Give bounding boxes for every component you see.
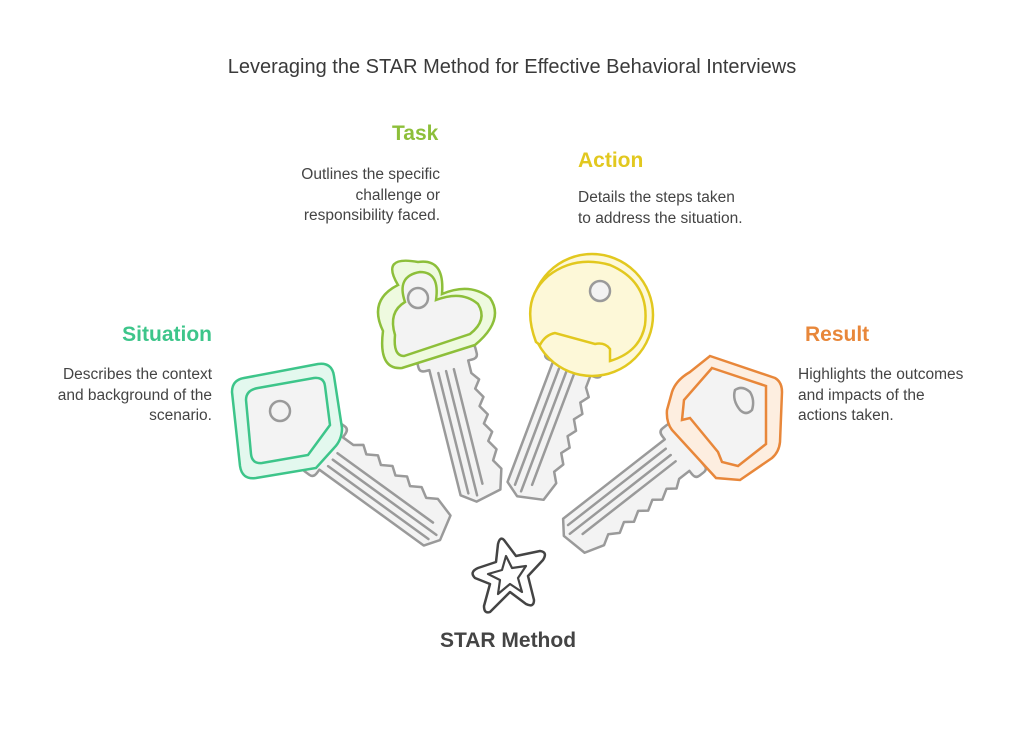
situation-line: Describes the context (62, 366, 212, 383)
action-line: Details the steps taken (578, 189, 735, 206)
situation-key-icon (230, 362, 463, 561)
action-description: Details the steps taken to address the s… (578, 188, 743, 229)
result-line: actions taken. (798, 407, 894, 424)
result-line: Highlights the outcomes (798, 366, 964, 383)
situation-label: Situation (122, 323, 212, 346)
result-line: and impacts of the (798, 386, 925, 404)
result-label: Result (805, 323, 870, 346)
center-label: STAR Method (439, 629, 577, 652)
star-icon (471, 537, 547, 614)
situation-line: scenario. (149, 407, 212, 424)
result-description: Highlights the outcomes and impacts of t… (798, 365, 963, 427)
task-label: Task (392, 122, 439, 145)
task-description: Outlines the specific challenge or respo… (301, 165, 440, 227)
task-key-icon (376, 259, 513, 509)
action-key-icon (493, 252, 655, 511)
task-line: responsibility faced. (303, 207, 440, 224)
task-line: Outlines the specific (301, 166, 440, 183)
action-line: to address the situation. (578, 209, 743, 227)
result-key-icon (547, 354, 784, 566)
action-label: Action (578, 149, 644, 172)
diagram-title: Leveraging the STAR Method for Effective… (227, 56, 797, 78)
task-line: challenge or (355, 186, 440, 204)
situation-line: and background of the (57, 386, 212, 404)
situation-description: Describes the context and background of … (58, 365, 212, 427)
